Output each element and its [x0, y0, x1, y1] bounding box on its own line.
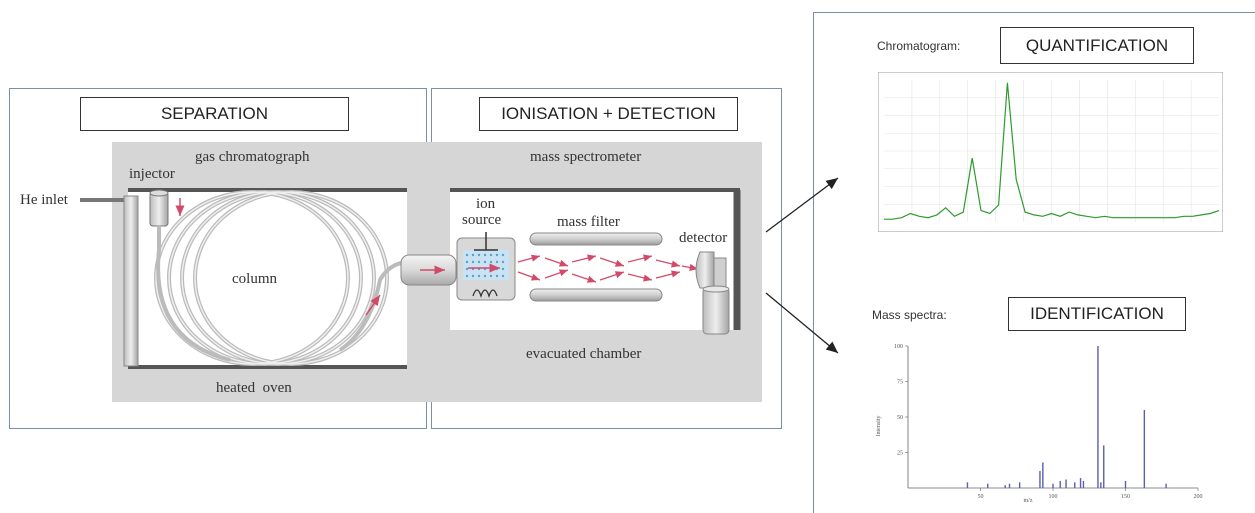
gc-label: gas chromatograph [195, 149, 310, 165]
he-inlet-label: He inlet [20, 192, 68, 208]
ionisation-title: IONISATION + DETECTION [479, 97, 738, 131]
mass-spectra-caption: Mass spectra: [872, 308, 947, 322]
chromatogram-caption: Chromatogram: [877, 39, 961, 53]
spectrum-ylabel: Intensity [876, 416, 882, 437]
chromatogram-trace [884, 82, 1220, 220]
ms-label: mass spectrometer [530, 149, 642, 165]
spectrum-xtick-label: 150 [1121, 494, 1130, 500]
spectrum-xtick-label: 100 [1049, 494, 1058, 500]
mass-spectrum-chart: 50 100 150 200 25 50 75 100 Intensity m/z [876, 344, 1203, 504]
mass-filter-rod-bottom [529, 288, 663, 302]
arrow-to-spectrum [765, 292, 839, 354]
ion-label: ion [476, 196, 496, 212]
spectrum-bars [966, 346, 1167, 488]
oven-label: heated oven [216, 380, 292, 396]
identification-title: IDENTIFICATION [1008, 297, 1186, 331]
spectrum-xtick-label: 50 [978, 494, 984, 500]
detector-device [695, 251, 730, 335]
chromatogram-grid [884, 80, 1219, 222]
mass-filter-label: mass filter [557, 214, 620, 230]
chromatogram-chart [878, 72, 1223, 232]
spectrum-xtick-label: 200 [1194, 494, 1203, 500]
arrow-to-chromatogram [765, 177, 839, 233]
spectrum-ytick-label: 100 [894, 344, 903, 350]
injector-body [149, 191, 169, 227]
spectrum-axes [907, 346, 1198, 489]
source-label: source [462, 212, 502, 228]
spectrum-ytick-label: 75 [897, 380, 903, 386]
detector-label: detector [679, 230, 728, 246]
separation-title: SEPARATION [80, 97, 349, 131]
mass-filter-rod-top [529, 232, 663, 246]
chamber-label: evacuated chamber [526, 346, 642, 362]
column-label: column [232, 271, 277, 287]
spectrum-xlabel: m/z [1024, 498, 1033, 504]
injector-label: injector [129, 166, 175, 182]
quantification-title: QUANTIFICATION [1000, 27, 1194, 64]
spectrum-ticks: 50 100 150 200 25 50 75 100 [894, 344, 1203, 500]
ion-trajectories [517, 254, 699, 283]
spectrum-ytick-label: 50 [897, 415, 903, 421]
spectrum-ytick-label: 25 [897, 451, 903, 457]
results-panel [813, 12, 1255, 513]
